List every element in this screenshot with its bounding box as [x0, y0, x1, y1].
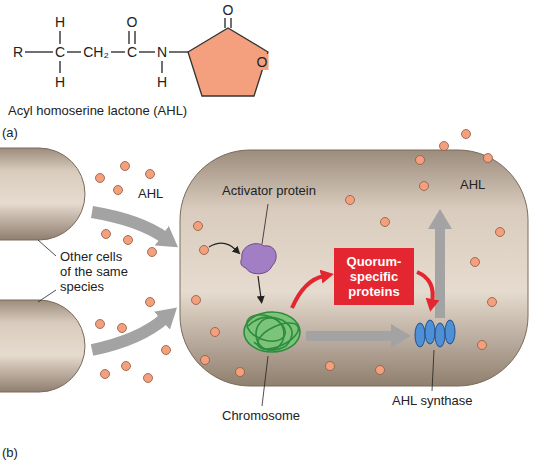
lactone-ring [188, 28, 268, 96]
box-text: Quorum-specific proteins [340, 254, 408, 299]
atom-label: R [12, 44, 24, 60]
activator-protein [241, 244, 276, 274]
neighbor-cell [0, 148, 85, 240]
binding-arrows [209, 243, 261, 298]
highlight-box: Quorum-specific proteins [334, 248, 414, 305]
ahl-synthase [415, 320, 455, 347]
atom-label: N [156, 44, 168, 60]
panel-label: (a) [2, 126, 18, 141]
panel-label: (b) [2, 446, 18, 461]
chromosome [243, 310, 302, 354]
atom-label: C [126, 44, 138, 60]
molecule-label: AHL [460, 178, 485, 193]
atom-label: O [256, 54, 269, 70]
atom-label: H [156, 74, 168, 90]
part-label: Other cells of the same species [60, 250, 132, 295]
bacterial-cell [180, 150, 528, 386]
molecule-caption: Acyl homoserine lactone (AHL) [8, 104, 187, 119]
part-label: Chromosome [222, 409, 300, 424]
atom-label: C [54, 44, 66, 60]
part-label: AHL synthase [392, 394, 472, 409]
neighbor-cell [0, 300, 85, 392]
atom-label: O [222, 2, 235, 18]
atom-label: CH₂ [82, 44, 110, 60]
ahl-dots [96, 130, 505, 383]
atom-label: O [126, 14, 139, 30]
molecule-label: AHL [138, 187, 163, 202]
part-label: Activator protein [222, 184, 316, 199]
atom-label: H [54, 74, 66, 90]
leader-lines [38, 204, 434, 406]
atom-label: H [54, 14, 66, 30]
